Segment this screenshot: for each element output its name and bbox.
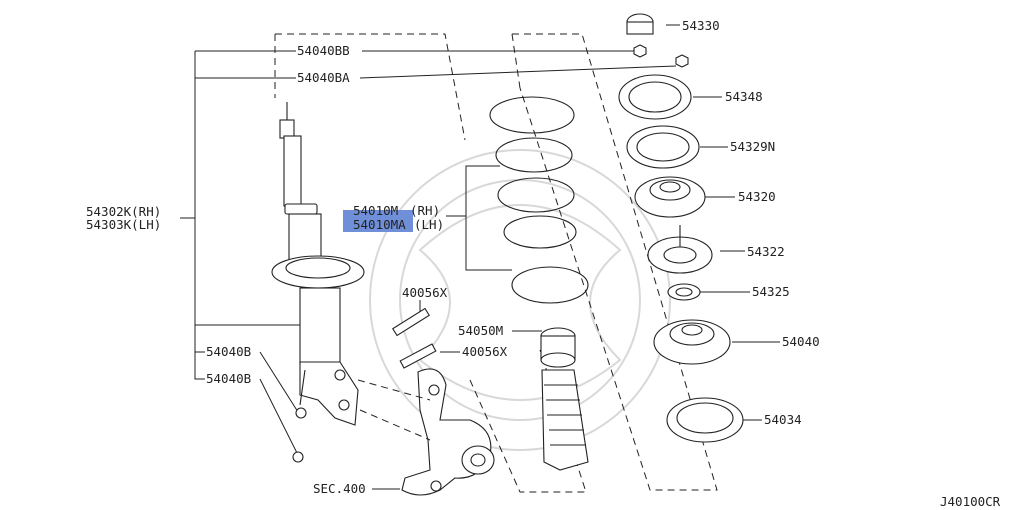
- label-54040BA[interactable]: 54040BA: [297, 70, 350, 85]
- label-54040[interactable]: 54040: [782, 334, 820, 349]
- label-54010MA-side: (LH): [414, 217, 444, 232]
- coil-spring: [489, 96, 589, 304]
- leader-lines: [180, 24, 780, 490]
- label-54040B-lower[interactable]: 54040B: [206, 371, 251, 386]
- label-54040BB[interactable]: 54040BB: [297, 43, 350, 58]
- highlight-54010MA: [343, 210, 413, 232]
- label-54050M[interactable]: 54050M: [458, 323, 503, 338]
- figure-code: J40100CR: [940, 494, 1001, 509]
- part-labels: 54330 54040BB 54040BA 54348 54329N 54320…: [86, 18, 1001, 509]
- label-54322[interactable]: 54322: [747, 244, 785, 259]
- label-54040B-upper[interactable]: 54040B: [206, 344, 251, 359]
- label-sec-400[interactable]: SEC.400: [313, 481, 366, 496]
- label-40056X-lower[interactable]: 40056X: [462, 344, 508, 359]
- steering-knuckle: [357, 368, 495, 496]
- label-54329N[interactable]: 54329N: [730, 139, 775, 154]
- label-54302K[interactable]: 54302K(RH): [86, 204, 161, 219]
- mounting-bolts: [292, 307, 437, 463]
- label-54325[interactable]: 54325: [752, 284, 790, 299]
- strut-assembly: [271, 102, 365, 426]
- watermark-emblem: [369, 149, 671, 451]
- assembly-boundaries: [274, 33, 718, 493]
- label-54330[interactable]: 54330: [682, 18, 720, 33]
- top-mount-stack: [618, 13, 744, 443]
- label-40056X-upper[interactable]: 40056X: [402, 285, 448, 300]
- label-54034[interactable]: 54034: [764, 412, 802, 427]
- label-54348[interactable]: 54348: [725, 89, 763, 104]
- bump-stop-boot: [540, 327, 589, 471]
- label-54010M-side: (RH): [410, 203, 440, 218]
- label-54320[interactable]: 54320: [738, 189, 776, 204]
- label-54010M[interactable]: 54010M: [353, 203, 398, 218]
- label-54010MA[interactable]: 54010MA: [353, 217, 406, 232]
- label-54303K[interactable]: 54303K(LH): [86, 217, 161, 232]
